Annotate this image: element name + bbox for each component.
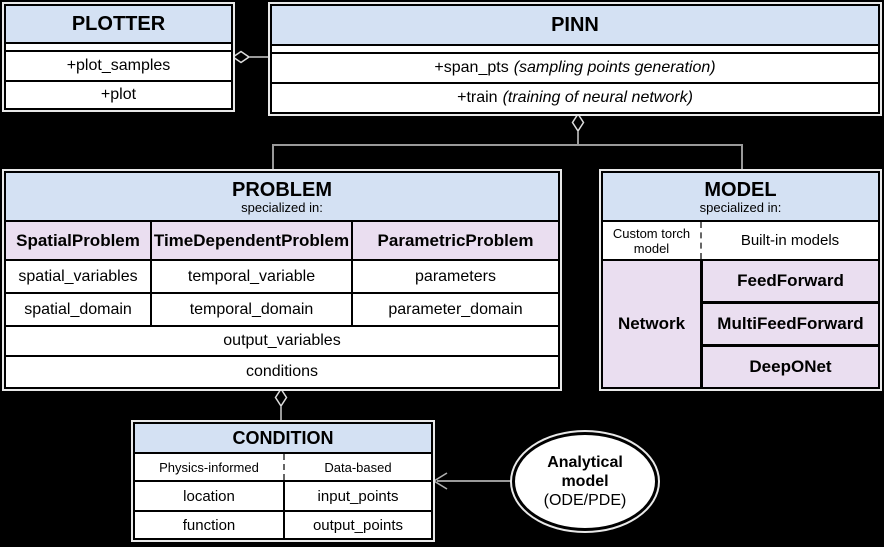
- model-custom-torch-cell: Custom torch model: [612, 225, 691, 256]
- model-network-cell: Network: [603, 261, 700, 387]
- open-arrowhead-icon: [432, 472, 448, 490]
- model-builtin-cell: Built-in models: [700, 222, 878, 259]
- condition-split-row: Physics-informed Data-based: [135, 454, 431, 482]
- pinn-title: PINN: [551, 13, 599, 36]
- plotter-method-row: +plot_samples: [6, 52, 231, 82]
- model-network-section: Network FeedForward MultiFeedForward Dee…: [603, 261, 878, 387]
- attr-conditions: conditions: [245, 363, 319, 380]
- pinn-method-span-pts: +span_pts: [434, 59, 509, 76]
- model-multifeedforward: MultiFeedForward: [703, 304, 878, 347]
- pinn-method-train-note: (training of neural network): [502, 89, 693, 106]
- attr-output-points: output_points: [283, 512, 431, 538]
- model-subtitle: specialized in:: [699, 199, 782, 215]
- model-header: MODEL specialized in:: [603, 173, 878, 222]
- problem-full-row: conditions: [6, 357, 558, 387]
- connector-pinn-riser: [577, 131, 579, 144]
- plotter-method-plot: +plot: [100, 86, 137, 103]
- connector-branch-to-model: [741, 144, 743, 171]
- subclass-spatial-problem: SpatialProblem: [6, 222, 150, 259]
- class-box-pinn: PINN +span_pts (sampling points generati…: [270, 4, 880, 114]
- problem-header: PROBLEM specialized in:: [6, 173, 558, 222]
- analytical-line3: (ODE/PDE): [543, 492, 627, 509]
- attr-spatial-variables: spatial_variables: [18, 267, 138, 285]
- class-box-plotter: PLOTTER +plot_samples +plot: [4, 4, 233, 110]
- model-split-row: Custom torch model Built-in models: [603, 222, 878, 261]
- attr-function: function: [182, 516, 236, 534]
- attr-temporal-domain: temporal_domain: [150, 294, 351, 325]
- attr-temporal-variable: temporal_variable: [150, 261, 351, 292]
- analytical-model-ellipse: Analytical model (ODE/PDE): [512, 432, 658, 531]
- attr-parameters: parameters: [351, 261, 558, 292]
- problem-subclass-header-row: SpatialProblem TimeDependentProblem Para…: [6, 222, 558, 261]
- model-title: MODEL: [704, 178, 777, 201]
- subclass-parametric-problem: ParametricProblem: [351, 222, 558, 259]
- attr-output-variables: output_variables: [223, 332, 341, 349]
- connector-problem-condition: [280, 406, 282, 422]
- condition-title: CONDITION: [232, 427, 334, 448]
- pinn-method-span-pts-note: (sampling points generation): [513, 59, 716, 76]
- connector-branch-horizontal: [272, 144, 743, 146]
- aggregation-diamond-plotter-icon: [232, 50, 250, 64]
- pinn-method-row: +span_pts (sampling points generation): [272, 54, 878, 84]
- problem-title: PROBLEM: [232, 178, 332, 201]
- connector-analytical-condition: [437, 480, 512, 482]
- model-deeponet: DeepONet: [703, 347, 878, 387]
- analytical-line1: Analytical: [547, 454, 623, 471]
- problem-attribute-row: spatial_variables temporal_variable para…: [6, 261, 558, 294]
- pinn-header: PINN: [272, 6, 878, 46]
- condition-physics-informed: Physics-informed: [159, 459, 259, 475]
- attr-spatial-domain: spatial_domain: [24, 300, 132, 318]
- analytical-line2: model: [561, 473, 609, 490]
- aggregation-diamond-problem-icon: [274, 388, 288, 407]
- plotter-header: PLOTTER: [6, 6, 231, 44]
- attr-parameter-domain: parameter_domain: [351, 294, 558, 325]
- condition-data-based: Data-based: [283, 454, 431, 480]
- plotter-method-plot-samples: +plot_samples: [66, 57, 171, 74]
- attr-location: location: [183, 487, 235, 505]
- model-builtin-list: FeedForward MultiFeedForward DeepONet: [700, 261, 878, 387]
- class-box-model: MODEL specialized in: Custom torch model…: [601, 171, 880, 389]
- condition-attribute-row: function output_points: [135, 512, 431, 538]
- pinn-method-train: +train: [457, 89, 498, 106]
- pinn-attributes-compartment: [272, 46, 878, 54]
- connector-branch-to-problem: [272, 144, 274, 171]
- attr-input-points: input_points: [283, 482, 431, 510]
- class-box-problem: PROBLEM specialized in: SpatialProblem T…: [4, 171, 560, 389]
- aggregation-diamond-pinn-icon: [571, 113, 585, 132]
- plotter-attributes-compartment: [6, 44, 231, 52]
- plotter-title: PLOTTER: [71, 12, 166, 35]
- condition-header: CONDITION: [135, 424, 431, 454]
- condition-attribute-row: location input_points: [135, 482, 431, 512]
- subclass-time-dependent-problem: TimeDependentProblem: [150, 222, 351, 259]
- connector-plotter-pinn: [249, 56, 270, 58]
- pinn-method-row: +train (training of neural network): [272, 84, 878, 112]
- model-feedforward: FeedForward: [703, 261, 878, 304]
- problem-attribute-row: spatial_domain temporal_domain parameter…: [6, 294, 558, 327]
- class-box-condition: CONDITION Physics-informed Data-based lo…: [133, 422, 433, 540]
- problem-full-row: output_variables: [6, 327, 558, 357]
- problem-subtitle: specialized in:: [241, 199, 323, 215]
- plotter-method-row: +plot: [6, 82, 231, 108]
